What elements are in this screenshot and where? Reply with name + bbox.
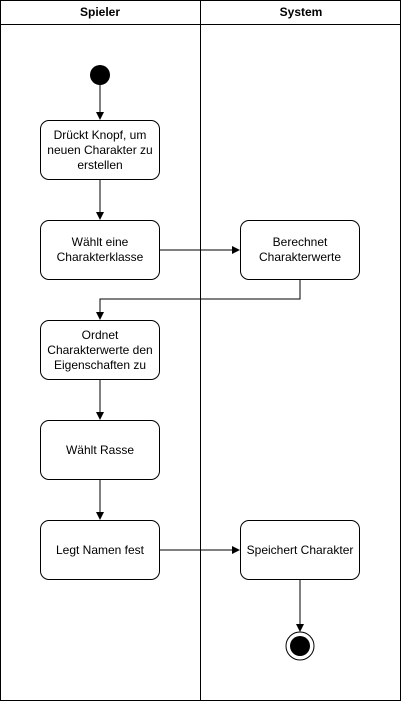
- activity-choose-class: Wählt eine Charakterklasse: [40, 220, 160, 280]
- activity-create-character: Drückt Knopf, um neuen Charakter zu erst…: [40, 120, 160, 180]
- lane-header-system: System: [279, 5, 323, 19]
- activity-set-name: Legt Namen fest: [40, 520, 160, 580]
- initial-node: [90, 65, 110, 85]
- activity-save-character: Speichert Charakter: [240, 520, 360, 580]
- activity-assign-stats: Ordnet Charakterwerte den Eigenschaften …: [40, 320, 160, 380]
- activity-choose-race: Wählt Rasse: [40, 420, 160, 480]
- final-node-core: [290, 636, 310, 656]
- lane-header-spieler: Spieler: [79, 5, 121, 19]
- activity-calculate-stats: Berechnet Charakterwerte: [240, 220, 360, 280]
- flow-a3-to-a4: [96, 280, 301, 320]
